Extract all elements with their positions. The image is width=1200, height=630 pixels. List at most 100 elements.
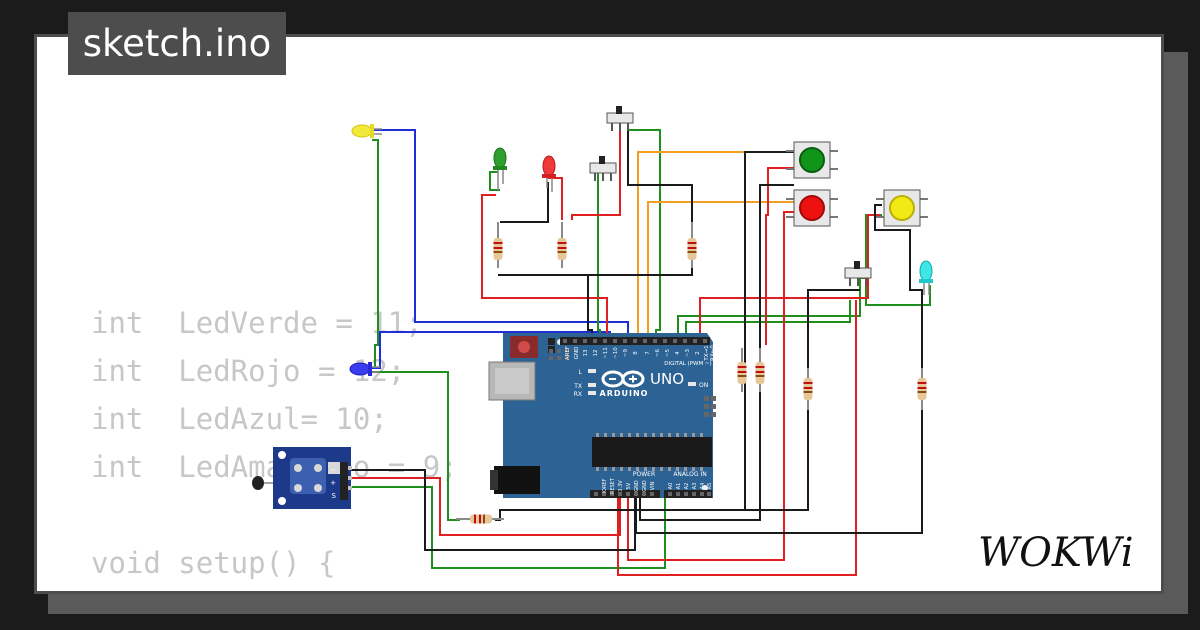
wire-red — [765, 167, 794, 345]
code-line: void setup() { — [91, 546, 336, 580]
green-led — [493, 147, 507, 190]
pin-label: GND — [634, 480, 640, 492]
temperature-sensor-module: − + S — [252, 447, 352, 509]
wire-green — [677, 277, 868, 338]
wire-black — [807, 289, 860, 370]
slide-switch — [844, 261, 872, 286]
led-label: ON — [699, 382, 708, 389]
pin-label: 12 — [593, 350, 599, 357]
pin-label: 7 — [645, 351, 651, 355]
wire-green — [372, 139, 379, 368]
red-pushbutton — [786, 189, 838, 227]
resistor — [557, 222, 567, 268]
wire-orange — [647, 201, 794, 338]
pin-label: 2 — [695, 351, 701, 355]
board-model: UNO — [650, 370, 684, 388]
pin-label: 3.3V — [618, 480, 624, 492]
resistor — [755, 348, 765, 392]
pin-label: ~5 — [665, 348, 671, 357]
slide-switch — [589, 156, 617, 181]
wire-orange — [637, 151, 794, 338]
arduino-uno-board: 13 12 ~11 ~10 ~9 8 7 ~6 ~5 4 ~3 2 TX→1 R… — [488, 333, 716, 498]
wire-blue — [372, 129, 629, 338]
code-preview: int LedVerde = 11;int LedRojo = 12;int L… — [91, 299, 458, 587]
wire-black — [640, 410, 809, 511]
digital-label: DIGITAL (PWM ~) — [664, 361, 711, 367]
pin-label: A1 — [676, 483, 682, 490]
resistor — [803, 368, 813, 410]
resistor — [456, 514, 504, 524]
wokwi-logo: WOKWi — [978, 530, 1134, 576]
led-label: TX — [573, 383, 582, 390]
power-label: POWER — [633, 471, 655, 478]
pin-label: A2 — [684, 483, 690, 490]
sensor-pin-label: S — [332, 492, 337, 500]
wire-black — [562, 130, 693, 276]
resistor — [737, 348, 747, 392]
power-header — [590, 490, 660, 498]
wire-black — [500, 182, 549, 223]
pin-label: ~9 — [623, 348, 629, 357]
sensor-pin-label: + — [330, 479, 336, 487]
wire-red — [617, 300, 857, 576]
wire-green — [370, 371, 460, 521]
green-pushbutton — [786, 141, 838, 179]
led-label: L — [579, 369, 583, 376]
wire-green — [628, 129, 661, 338]
pin-label: A5 — [707, 483, 713, 490]
wire-red — [627, 211, 794, 561]
resistor — [687, 222, 697, 268]
yellow-led — [351, 124, 382, 138]
wire-green — [489, 171, 500, 191]
wire-red — [481, 194, 608, 338]
wire-black — [498, 274, 593, 338]
slide-switch — [606, 106, 634, 131]
wire-red — [571, 130, 621, 220]
pin-label: ~3 — [685, 348, 691, 357]
pin-label: AREF — [565, 346, 571, 360]
power-jack — [494, 466, 540, 494]
pin-label: RX←0 — [710, 345, 716, 361]
resistor — [917, 368, 927, 410]
pin-label: 4 — [675, 351, 681, 355]
pin-label: 5V — [626, 482, 632, 489]
pin-label: TX→1 — [704, 345, 710, 361]
pin-label: A3 — [692, 483, 698, 490]
pin-label: 8 — [633, 351, 639, 355]
led-label: RX — [574, 391, 582, 398]
microcontroller-chip — [592, 437, 712, 467]
arduino-infinity-icon — [601, 370, 645, 388]
pin-label: VIN — [650, 481, 656, 490]
resistors — [456, 222, 927, 524]
wire-red — [548, 177, 563, 220]
wires — [350, 129, 931, 576]
resistor — [493, 222, 503, 268]
pin-label: A0 — [668, 483, 674, 490]
yellow-pushbutton — [876, 189, 928, 227]
board-brand: ARDUINO — [600, 389, 649, 398]
wire-green — [685, 300, 851, 338]
wire-black — [874, 204, 923, 370]
sensor-pin-label: − — [330, 466, 336, 474]
wire-green — [350, 486, 666, 569]
cyan-led — [919, 260, 933, 295]
pin-label: ~10 — [613, 347, 619, 359]
blue-led — [349, 362, 380, 376]
analog-label: ANALOG IN — [673, 471, 706, 478]
wire-black — [635, 410, 923, 534]
wire-black — [639, 184, 794, 521]
pin-label: IOREF — [602, 478, 608, 493]
wire-red — [350, 477, 621, 536]
sketch-title: sketch.ino — [68, 12, 286, 75]
code-line: int LedAzul= 10; — [91, 402, 388, 436]
pin-label: RESET — [610, 477, 616, 494]
wokwi-wordmark: WOKWi — [978, 530, 1134, 576]
pin-label: ~6 — [655, 348, 661, 357]
pin-label: 13 — [583, 349, 589, 356]
red-led — [542, 155, 556, 192]
pin-label: GND — [574, 347, 580, 360]
wire-green — [597, 170, 601, 338]
pin-label: GND — [642, 480, 648, 492]
pin-label: A4 — [700, 483, 706, 490]
